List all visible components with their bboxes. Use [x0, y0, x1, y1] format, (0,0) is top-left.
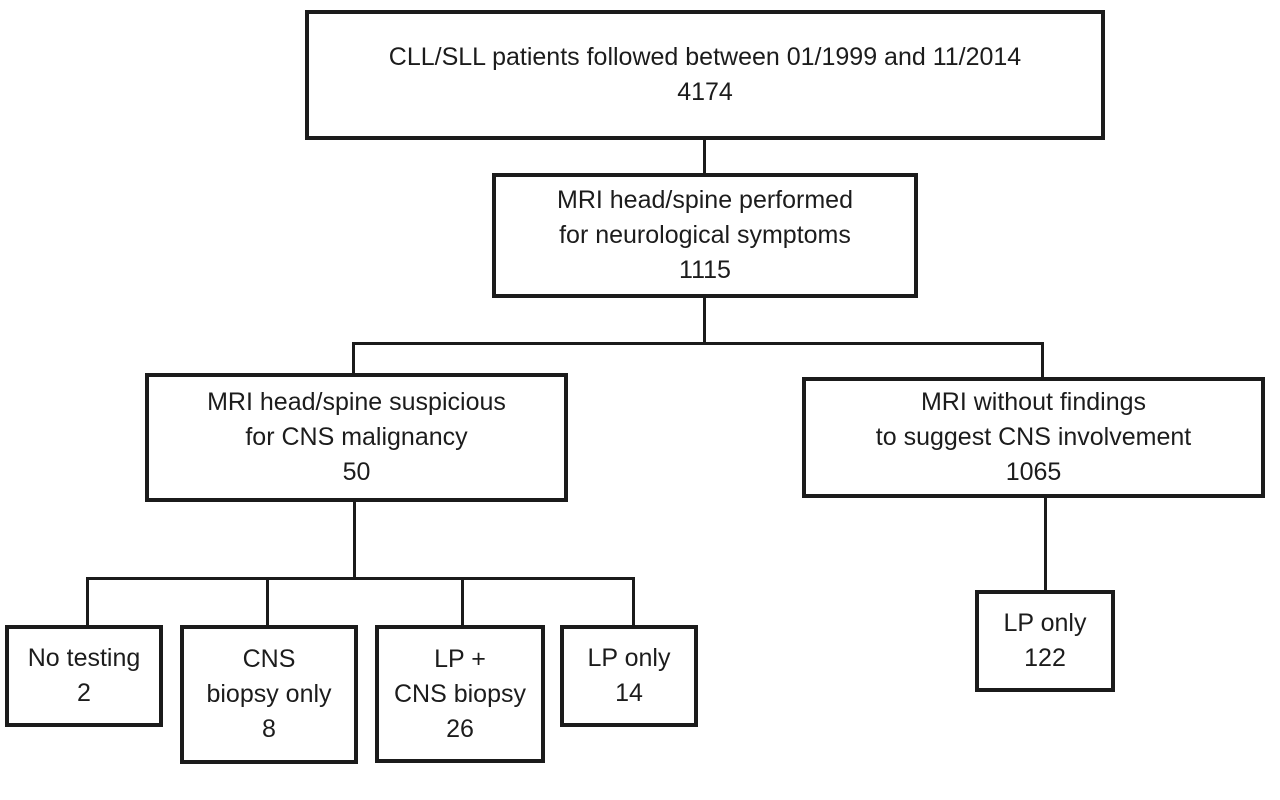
- node-no-testing-label: No testing: [27, 644, 141, 672]
- node-mri-suspicious: MRI head/spine suspicious for CNS malign…: [145, 373, 568, 502]
- node-mri-performed-value: 1115: [679, 256, 731, 284]
- node-lp-only-no-findings-value: 122: [1024, 644, 1066, 672]
- node-no-testing: No testing 2: [5, 625, 163, 727]
- connector-suspicious-branch-horizontal: [86, 577, 635, 580]
- connector-branch-to-no-testing: [86, 577, 89, 625]
- node-cns-biopsy-only-label: CNS biopsy only: [206, 645, 332, 708]
- node-mri-performed-label: MRI head/spine performed for neurologica…: [557, 186, 853, 249]
- node-lp-only-suspicious-value: 14: [615, 679, 643, 707]
- connector-branch-to-suspicious: [352, 342, 355, 373]
- connector-mri-down: [703, 298, 706, 343]
- node-lp-only-suspicious-label: LP only: [587, 644, 671, 672]
- connector-branch-to-lp-only: [632, 577, 635, 625]
- node-no-testing-value: 2: [77, 679, 91, 707]
- connector-suspicious-down: [353, 502, 356, 578]
- node-lp-only-no-findings-label: LP only: [1003, 609, 1087, 637]
- node-lp-only-no-findings: LP only 122: [975, 590, 1115, 692]
- node-total-patients-label: CLL/SLL patients followed between 01/199…: [388, 43, 1022, 71]
- connector-total-to-mri: [703, 140, 706, 173]
- node-total-patients-value: 4174: [677, 78, 733, 106]
- node-mri-no-findings-value: 1065: [1005, 458, 1062, 486]
- node-mri-suspicious-label: MRI head/spine suspicious for CNS malign…: [207, 388, 506, 451]
- node-cns-biopsy-only: CNS biopsy only 8: [180, 625, 358, 764]
- connector-branch-to-no-findings: [1041, 342, 1044, 377]
- node-mri-performed: MRI head/spine performed for neurologica…: [492, 173, 918, 298]
- node-mri-no-findings-label: MRI without findings to suggest CNS invo…: [875, 388, 1192, 451]
- node-lp-cns-biopsy: LP + CNS biopsy 26: [375, 625, 545, 763]
- node-mri-suspicious-value: 50: [342, 458, 371, 486]
- node-cns-biopsy-only-value: 8: [262, 715, 276, 743]
- node-total-patients: CLL/SLL patients followed between 01/199…: [305, 10, 1105, 140]
- connector-no-findings-to-lp-only: [1044, 498, 1047, 590]
- connector-branch-to-cns-biopsy: [266, 577, 269, 625]
- node-lp-cns-biopsy-value: 26: [446, 714, 474, 743]
- connector-branch-to-lp-cns-biopsy: [461, 577, 464, 625]
- node-lp-only-suspicious: LP only 14: [560, 625, 698, 727]
- node-mri-no-findings: MRI without findings to suggest CNS invo…: [802, 377, 1265, 498]
- node-lp-cns-biopsy-label: LP + CNS biopsy: [394, 644, 526, 708]
- connector-mri-branch-horizontal: [352, 342, 1044, 345]
